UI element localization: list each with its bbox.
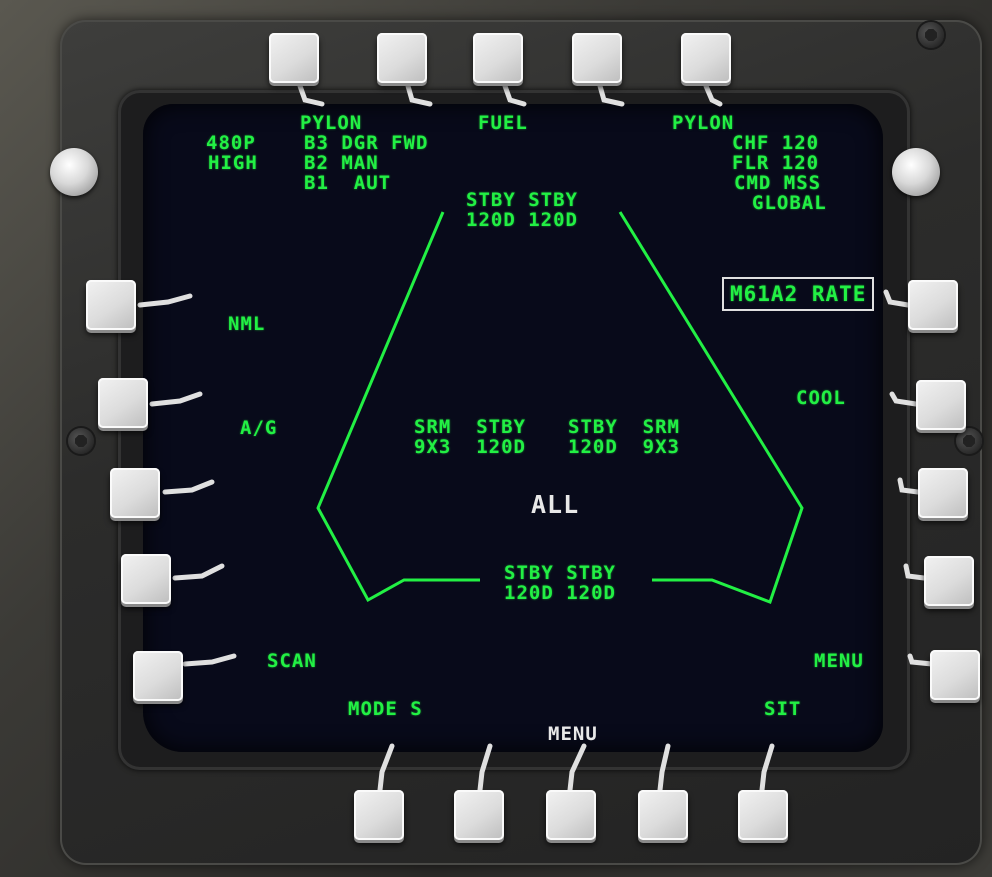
osb-bottom-4[interactable]: [638, 790, 688, 840]
status-cmd: CMD MSS: [734, 172, 822, 194]
label-m61a2-rate[interactable]: M61A2 RATE: [722, 277, 875, 311]
osb-top-1[interactable]: [269, 33, 319, 83]
status-480p: 480P: [206, 132, 256, 154]
label-nml: NML: [228, 313, 266, 335]
osb-left-3[interactable]: [110, 468, 160, 518]
label-scan: SCAN: [267, 650, 317, 672]
label-menu-right: MENU: [814, 650, 864, 672]
label-cool: COOL: [796, 387, 846, 409]
status-flr: FLR 120: [732, 152, 820, 174]
label-pylon-left: PYLON: [300, 112, 363, 134]
diagram-left-edge: [316, 211, 480, 603]
label-pylon-right: PYLON: [672, 112, 735, 134]
osb-left-1[interactable]: [86, 280, 136, 330]
station-bottom: STBY STBY 120D 120D: [504, 562, 616, 604]
status-chf: CHF 120: [732, 132, 820, 154]
osb-right-4[interactable]: [924, 556, 974, 606]
station-mid-right: STBY SRM 120D 9X3: [568, 416, 680, 458]
fuze-b3: B3 DGR FWD: [304, 132, 429, 154]
fuze-b2: B2 MAN: [304, 152, 379, 174]
brightness-knob-left[interactable]: [50, 148, 98, 196]
screw-icon: [918, 22, 944, 48]
screw-icon: [68, 428, 94, 454]
osb-bottom-1[interactable]: [354, 790, 404, 840]
osb-right-2[interactable]: [916, 380, 966, 430]
osb-right-3[interactable]: [918, 468, 968, 518]
osb-bottom-5[interactable]: [738, 790, 788, 840]
osb-bottom-3[interactable]: [546, 790, 596, 840]
status-global: GLOBAL: [752, 192, 827, 214]
label-sit: SIT: [764, 698, 802, 720]
osb-left-5[interactable]: [133, 651, 183, 701]
osb-right-1[interactable]: [908, 280, 958, 330]
osb-top-4[interactable]: [572, 33, 622, 83]
osb-left-2[interactable]: [98, 378, 148, 428]
osb-stems: [137, 83, 935, 793]
status-high: HIGH: [208, 152, 258, 174]
station-mid-left: SRM STBY 9X3 120D: [414, 416, 526, 458]
osb-top-3[interactable]: [473, 33, 523, 83]
station-all: ALL: [531, 490, 580, 519]
fuze-b1: B1 AUT: [304, 172, 392, 194]
osb-right-5[interactable]: [930, 650, 980, 700]
osb-top-2[interactable]: [377, 33, 427, 83]
contrast-knob-right[interactable]: [892, 148, 940, 196]
label-fuel: FUEL: [478, 112, 528, 134]
mfd-screen: [143, 104, 883, 752]
osb-top-5[interactable]: [681, 33, 731, 83]
screw-icon: [956, 428, 982, 454]
osb-left-4[interactable]: [121, 554, 171, 604]
diagram-right-edge: [618, 211, 804, 604]
label-ag: A/G: [240, 417, 278, 439]
osb-bottom-2[interactable]: [454, 790, 504, 840]
label-mode-s: MODE S: [348, 698, 423, 720]
label-menu-bottom: MENU: [548, 723, 598, 745]
station-top: STBY STBY 120D 120D: [466, 189, 578, 231]
store-diagram: [316, 211, 804, 604]
